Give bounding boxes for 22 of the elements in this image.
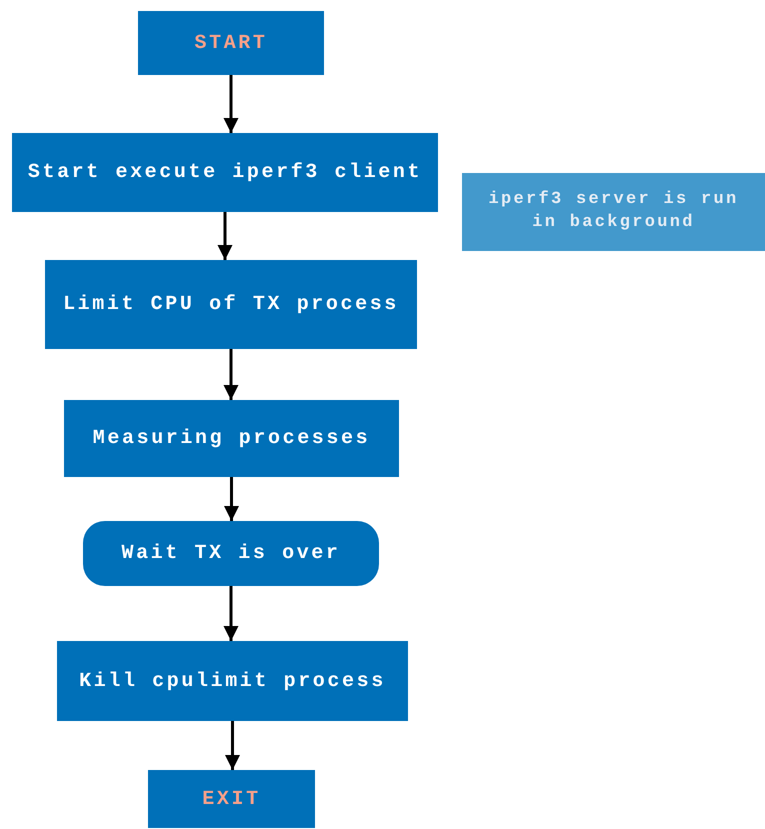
- node-label: START: [194, 30, 268, 56]
- process-box: [45, 260, 417, 349]
- node-label: Limit CPU of TX process: [63, 292, 399, 318]
- process-box: [12, 133, 438, 212]
- terminal-box: [138, 11, 324, 75]
- arrow: [224, 477, 239, 521]
- rounded-process-box: [83, 521, 379, 586]
- note-box: [462, 173, 765, 251]
- node-label: Measuring processes: [92, 426, 370, 452]
- arrow: [224, 75, 238, 133]
- node-label: Start execute iperf3 client: [28, 160, 422, 186]
- arrow: [225, 721, 240, 770]
- node-label: EXIT: [202, 786, 261, 812]
- process-box: [64, 400, 399, 477]
- node-label: Kill cpulimit process: [79, 668, 386, 694]
- arrow: [218, 212, 232, 260]
- arrow: [224, 349, 238, 400]
- node-label: iperf3 server is run in background: [487, 189, 740, 234]
- terminal-box: [148, 770, 315, 828]
- arrow: [224, 586, 238, 641]
- node-label: Wait TX is over: [121, 541, 341, 567]
- process-box: [57, 641, 408, 721]
